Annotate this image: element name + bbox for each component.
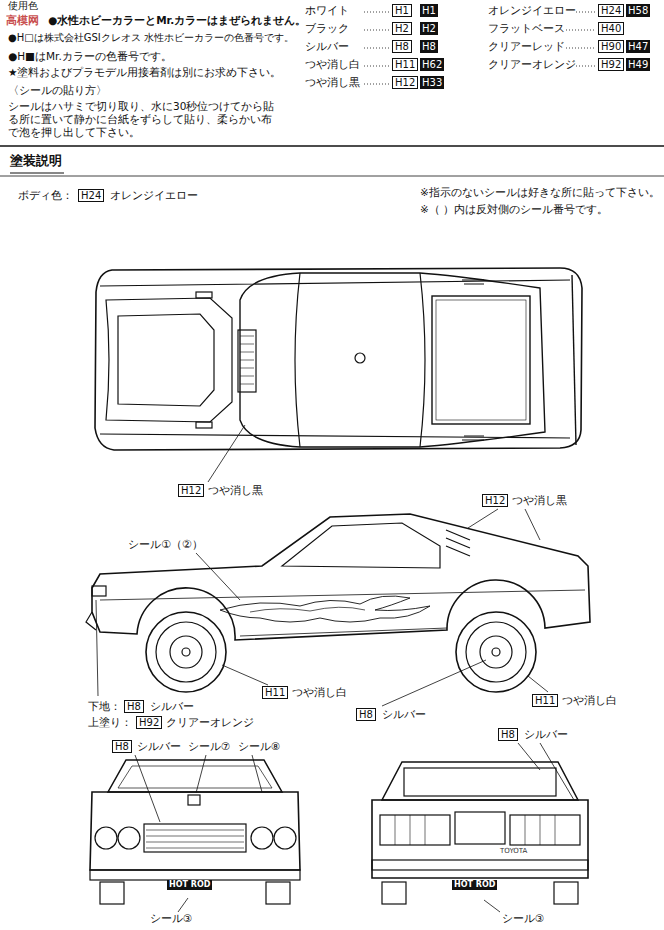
hobby-color-code: H1 — [392, 4, 412, 17]
note-text: シルバー — [524, 728, 568, 741]
plate-text: HOT ROD — [452, 880, 497, 890]
hobby-color-code: H12 — [482, 494, 508, 507]
note-text: シール③ — [502, 912, 544, 925]
hobby-color-code: H24 — [598, 4, 624, 17]
heading-text: ●水性ホビーカラーとMr.カラーはまぜられません。 — [48, 14, 306, 27]
note-text: クリアーオレンジ — [488, 58, 576, 71]
note-text: 〈シールの貼り方〉 — [8, 84, 107, 98]
note-text: シール⑧ — [238, 740, 280, 753]
note-text: ●H□は株式会社GSIクレオス 水性ホビーカラーの色番号です。 — [8, 32, 294, 45]
hobby-color-code: H90 — [598, 40, 624, 53]
instruction-text: シールはハサミで切り取り、水に30秒位つけてから貼る所に置いて静かに台紙をずらし… — [8, 100, 276, 139]
note-text: ホワイト — [305, 4, 349, 17]
hobby-color-code: H12 — [178, 484, 204, 497]
hobby-color-code: H40 — [598, 22, 624, 35]
note-text: シール⑦ — [188, 740, 230, 753]
mr-color-code: H33 — [420, 76, 444, 89]
note-text: つや消し黒 — [512, 494, 567, 507]
note-text: つや消し白 — [305, 58, 360, 71]
mr-color-code: H62 — [420, 58, 444, 71]
plate-text: HOT ROD — [167, 880, 212, 890]
note-text: ※（ ）内は反対側のシール番号です。 — [420, 203, 608, 216]
heading-text: 塗装説明 — [10, 153, 62, 169]
hobby-color-code: H92 — [598, 58, 624, 71]
note-text: 上塗り： — [88, 716, 132, 729]
note-text: つや消し白 — [562, 694, 617, 707]
hobby-color-code: H11 — [532, 694, 558, 707]
mr-color-code: H47 — [626, 40, 650, 53]
note-text: シルバー — [137, 740, 181, 753]
note-text: ★塗料およびプラモデル用接着剤は別にお求め下さい。 — [8, 66, 281, 79]
note-text: シルバー — [305, 40, 349, 53]
note-text: オレンジイエロー — [110, 189, 198, 203]
note-text: クリアーレッド — [488, 40, 565, 53]
mr-color-code: H58 — [626, 4, 650, 17]
hobby-color-code: H8 — [124, 700, 144, 713]
hobby-color-code: H8 — [392, 40, 412, 53]
hobby-color-code: H2 — [392, 22, 412, 35]
watermark: 高模网 — [6, 14, 39, 28]
note-text: 使用色 — [8, 0, 38, 13]
emblem-text: TOYOTA — [500, 847, 527, 856]
hobby-color-code: H12 — [392, 76, 418, 89]
note-text: つや消し白 — [292, 686, 347, 699]
mr-color-code: H49 — [626, 58, 650, 71]
note-text: ブラック — [305, 22, 349, 35]
note-text: シール①（②） — [128, 538, 203, 552]
mr-color-code: H2 — [420, 22, 438, 35]
note-text: つや消し黒 — [305, 76, 360, 89]
hobby-color-code: H11 — [392, 58, 418, 71]
note-text: シルバー — [150, 700, 194, 713]
note-text: ボディ色： — [18, 189, 73, 203]
hobby-color-code: H11 — [262, 686, 288, 699]
note-text: シルバー — [382, 708, 426, 721]
mr-color-code: H8 — [420, 40, 438, 53]
note-text: 下地： — [88, 700, 121, 713]
hobby-color-code: H24 — [78, 189, 104, 202]
note-text: つや消し黒 — [208, 484, 263, 497]
mr-color-code: H1 — [420, 4, 438, 17]
hobby-color-code: H8 — [498, 728, 518, 741]
note-text: ※指示のないシールは好きな所に貼って下さい。 — [420, 186, 660, 199]
note-text: ●H■はMr.カラーの色番号です。 — [8, 50, 172, 63]
note-text: クリアーオレンジ — [166, 716, 254, 729]
note-text: フラットベース — [488, 22, 565, 35]
note-text: シール③ — [150, 912, 192, 925]
note-text: オレンジイエロー — [488, 4, 576, 17]
hobby-color-code: H92 — [136, 716, 162, 729]
hobby-color-code: H8 — [112, 740, 132, 753]
hobby-color-code: H8 — [356, 708, 376, 721]
